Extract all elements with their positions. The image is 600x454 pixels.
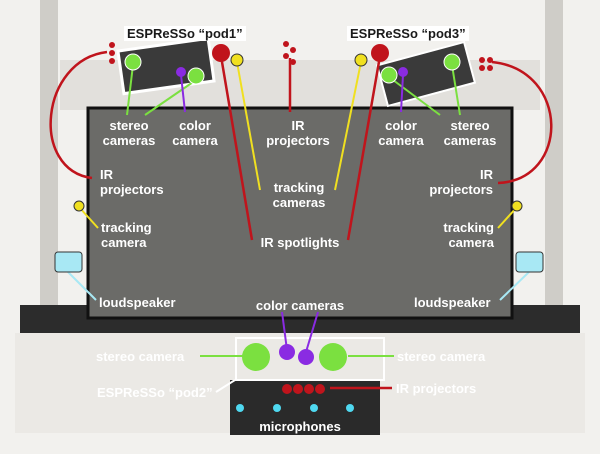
- tracking-leaders: [78, 61, 518, 229]
- display-screen: [86, 106, 514, 320]
- tracking-camera-left-label: tracking camera: [101, 220, 152, 250]
- stereo-camera-left-label: stereo camera: [96, 349, 185, 364]
- stereo-camera-marker: [242, 343, 270, 371]
- microphone-markers: [236, 404, 354, 412]
- ir-spotlight-marker: [212, 44, 230, 62]
- tracking-camera-marker: [511, 200, 523, 212]
- ir-projectors-bottom-label: IR projectors: [396, 381, 477, 396]
- stereo-camera-marker: [124, 53, 142, 71]
- ir-projectors-top-label: IR projectors: [266, 118, 330, 148]
- color-camera-right-label: color camera: [378, 118, 424, 148]
- tracking-camera-marker: [73, 200, 85, 212]
- right-frame-post: [545, 0, 563, 340]
- color-camera-leaders: [180, 74, 404, 353]
- pod1-label: ESPReSSo “pod1”: [124, 26, 246, 41]
- color-camera-marker: [398, 67, 408, 77]
- ir-projectors-left-label: IR projectors: [100, 167, 164, 197]
- loudspeaker-left-label: loudspeaker: [99, 295, 176, 310]
- stereo-camera-marker: [187, 67, 205, 85]
- ir-spotlights-label: IR spotlights: [260, 235, 340, 250]
- left-frame-post: [40, 0, 58, 340]
- loudspeaker-right-marker: [515, 251, 544, 273]
- tracking-camera-marker: [354, 53, 368, 67]
- tracking-cameras-center-label: tracking cameras: [272, 180, 326, 210]
- pod3-label: ESPReSSo “pod3”: [347, 26, 469, 41]
- ir-projectors-right-label: IR projectors: [429, 167, 493, 197]
- loudspeaker-leaders: [67, 271, 530, 301]
- tracking-camera-marker: [230, 53, 244, 67]
- color-cameras-bottom-label: color cameras: [255, 298, 345, 313]
- color-camera-marker: [298, 349, 314, 365]
- tracking-camera-right-label: tracking camera: [443, 220, 494, 250]
- ir-leaders: [49, 50, 553, 390]
- color-camera-marker: [176, 67, 186, 77]
- stereo-cameras-left-label: stereo cameras: [102, 118, 156, 148]
- pod2-label: ESPReSSo “pod2”: [97, 385, 213, 400]
- loudspeaker-right-label: loudspeaker: [414, 295, 491, 310]
- color-camera-left-label: color camera: [172, 118, 218, 148]
- stereo-camera-right-label: stereo camera: [397, 349, 486, 364]
- stereo-camera-marker: [319, 343, 347, 371]
- ir-spotlight-marker: [371, 44, 389, 62]
- pod2-leader: [215, 379, 236, 393]
- microphones-label: microphones: [259, 419, 341, 434]
- stereo-cameras-right-label: stereo cameras: [443, 118, 497, 148]
- stereo-camera-marker: [380, 66, 398, 84]
- loudspeaker-left-marker: [54, 251, 83, 273]
- color-camera-marker: [279, 344, 295, 360]
- stereo-camera-marker: [443, 53, 461, 71]
- ir-projector-markers: [109, 41, 493, 394]
